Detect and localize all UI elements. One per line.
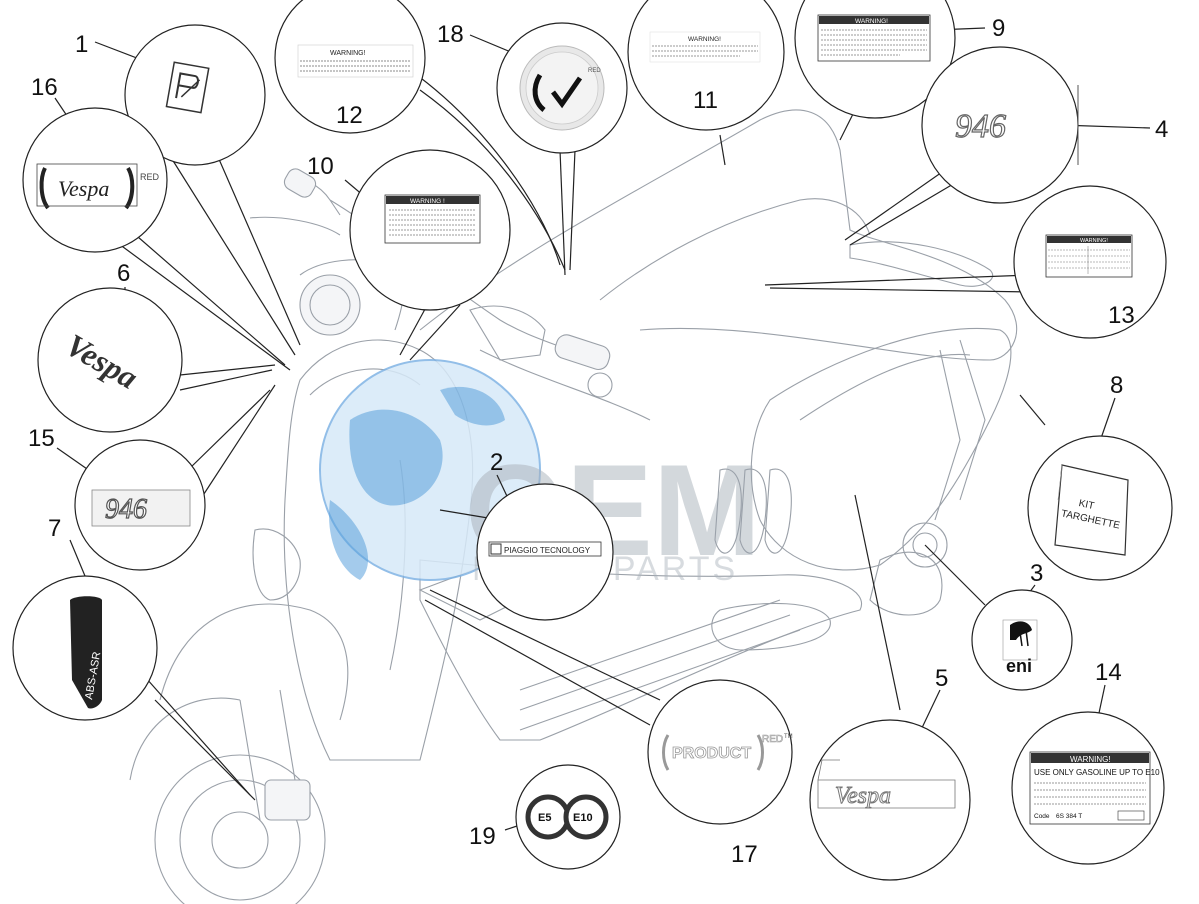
callout-circle-2: PIAGGIO TECNOLOGY [476, 483, 614, 621]
callout-circle-12: WARNING! [274, 0, 426, 134]
eni-label: eni [1006, 656, 1032, 676]
warning-header-14: WARNING! [1070, 755, 1111, 764]
fuel-code-value: 6S 384 T [1056, 813, 1082, 820]
callout-number-7: 7 [48, 515, 61, 542]
callout-number-4: 4 [1155, 116, 1168, 143]
product-label: PRODUCT [672, 745, 751, 762]
fuel-warning-line1: USE ONLY GASOLINE UP TO E10 [1034, 768, 1160, 777]
callout-number-14: 14 [1095, 659, 1122, 686]
callout-number-6: 6 [117, 260, 130, 287]
callout-circle-8: KIT TARGHETTE [1027, 435, 1173, 581]
callout-number-5: 5 [935, 665, 948, 692]
vespa-logo-5: Vespa [835, 783, 891, 809]
callout-circle-19: E5 E10 [515, 764, 621, 870]
product-red-label: RED [762, 734, 783, 745]
callout-circle-10: WARNING ! [349, 149, 511, 311]
callout-circle-3: eni [971, 589, 1073, 691]
piaggio-tech-label: PIAGGIO TECNOLOGY [504, 546, 591, 555]
model-946-badge-15: 946 [105, 494, 147, 525]
warning-header-10: WARNING ! [410, 198, 445, 205]
callout-numbers: 1 2 3 4 5 6 7 8 9 10 11 12 13 14 15 16 1… [28, 15, 1168, 868]
scooter-drawing [129, 109, 1018, 904]
callout-number-10: 10 [307, 153, 334, 180]
piaggio-badge-icon [165, 61, 210, 114]
callout-circle-18: RED [496, 22, 628, 154]
fuel-code-label: Code [1034, 813, 1050, 820]
callout-circle-6: Vespa [37, 287, 183, 433]
e10-label: E10 [573, 812, 593, 824]
callout-number-19: 19 [469, 823, 496, 850]
warning-header-12: WARNING! [330, 50, 366, 57]
callout-circle-17: PRODUCT RED TM [647, 679, 793, 825]
callout-circle-7: ABS-ASR [12, 575, 158, 721]
callout-number-12: 12 [336, 102, 363, 129]
vespa-logo-16: Vespa [58, 176, 109, 201]
callout-circle-16: Vespa RED [22, 107, 168, 253]
callout-circle-4: 946 [921, 46, 1079, 204]
callout-number-16: 16 [31, 74, 58, 101]
e5-label: E5 [538, 812, 551, 824]
warning-header-9: WARNING! [855, 18, 888, 25]
kit-label-line1: KIT [1078, 498, 1096, 512]
callout-circle-13: WARNING! [1013, 185, 1167, 339]
callout-number-1: 1 [75, 31, 88, 58]
callout-number-13: 13 [1108, 302, 1135, 329]
warning-header-11: WARNING! [688, 36, 721, 43]
callout-circle-5: Vespa [809, 719, 971, 881]
callout-number-15: 15 [28, 425, 55, 452]
callout-circle-9: WARNING! [794, 0, 956, 119]
model-946-script-4: 946 [955, 108, 1006, 145]
warning-header-13: WARNING! [1080, 238, 1108, 244]
cap-red-label: RED [588, 68, 601, 74]
callout-number-9: 9 [992, 15, 1005, 42]
vespa-red-label: RED [140, 172, 160, 182]
callout-number-3: 3 [1030, 560, 1043, 587]
callout-number-8: 8 [1110, 372, 1123, 399]
callout-circle-11: WARNING! [627, 0, 785, 131]
callout-circle-1 [124, 24, 266, 166]
callout-circle-15: 946 [74, 439, 206, 571]
callout-number-18: 18 [437, 21, 464, 48]
callout-circle-14: WARNING! USE ONLY GASOLINE UP TO E10 Cod… [1011, 711, 1165, 865]
callout-number-11: 11 [693, 87, 718, 114]
callout-number-17: 17 [731, 841, 758, 868]
product-tm-label: TM [784, 734, 793, 740]
callout-number-2: 2 [490, 449, 503, 476]
